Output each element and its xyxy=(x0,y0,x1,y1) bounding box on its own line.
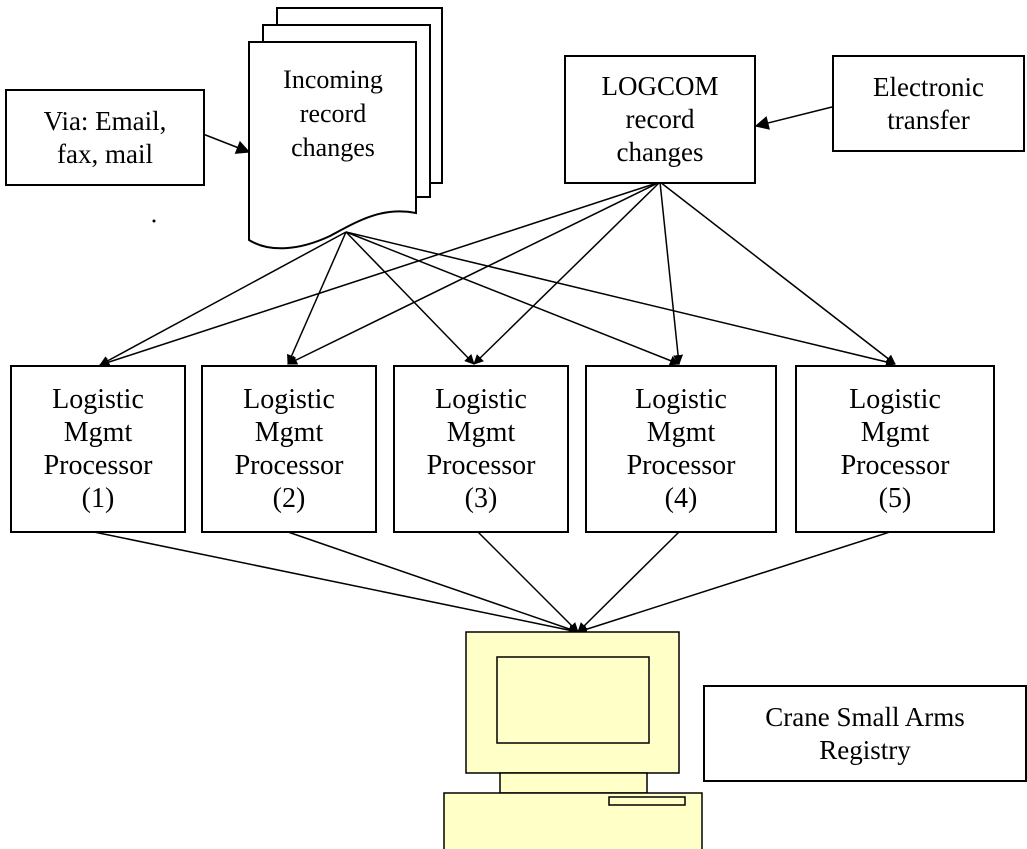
arrow-logcom-to-processor-1 xyxy=(99,181,661,367)
logcom-box: LOGCOM record changes xyxy=(564,55,756,184)
arrow-incoming-to-processor-3 xyxy=(345,231,475,365)
arrow-electronic-to-logcom xyxy=(754,106,833,130)
arrow-incoming-to-processor-2 xyxy=(287,231,347,365)
incoming-document-stack xyxy=(248,7,443,250)
incoming-doc-label: Incoming record changes xyxy=(283,65,383,162)
source-box: Via: Email, fax, mail xyxy=(5,89,205,186)
processor-box-2: Logistic Mgmt Processor (2) xyxy=(201,365,377,533)
monitor-screen xyxy=(496,656,650,744)
processor-label-1: Logistic Mgmt Processor (1) xyxy=(43,384,153,514)
logcom-label: LOGCOM record changes xyxy=(601,71,719,167)
arrows-logcom-to-processors xyxy=(99,181,896,367)
processor-label-5: Logistic Mgmt Processor (5) xyxy=(840,384,950,514)
disk-slot xyxy=(608,796,686,806)
arrow-source-to-incoming xyxy=(202,133,251,154)
arrow-processor-2-to-registry xyxy=(287,531,579,634)
computer-icon xyxy=(443,631,703,849)
processor-label-4: Logistic Mgmt Processor (4) xyxy=(626,384,736,514)
processor-label-2: Logistic Mgmt Processor (2) xyxy=(234,384,344,514)
arrow-incoming-to-processor-5 xyxy=(345,231,896,367)
processor-box-1: Logistic Mgmt Processor (1) xyxy=(10,365,186,533)
stray-dot xyxy=(152,219,156,223)
arrow-processor-3-to-registry xyxy=(477,531,579,633)
processor-box-3: Logistic Mgmt Processor (3) xyxy=(393,365,569,533)
arrow-processor-4-to-registry xyxy=(577,531,680,633)
arrow-logcom-to-processor-2 xyxy=(287,181,661,365)
arrow-logcom-to-processor-5 xyxy=(659,181,896,365)
source-label: Via: Email, fax, mail xyxy=(43,105,167,169)
processor-label-3: Logistic Mgmt Processor (3) xyxy=(426,384,536,514)
arrow-incoming-to-processor-1 xyxy=(99,231,347,366)
registry-label: Crane Small Arms Registry xyxy=(765,701,965,765)
electronic-transfer-label: Electronic transfer xyxy=(873,71,984,135)
arrow-incoming-to-processor-4 xyxy=(345,231,680,366)
electronic-transfer-box: Electronic transfer xyxy=(832,55,1025,152)
arrows-incoming-to-processors xyxy=(99,231,896,367)
arrow-logcom-to-processor-3 xyxy=(473,181,661,365)
arrow-processor-5-to-registry xyxy=(577,531,891,635)
processor-box-5: Logistic Mgmt Processor (5) xyxy=(795,365,995,533)
document-front-page xyxy=(248,41,417,250)
arrows-processors-to-registry xyxy=(93,531,891,636)
registry-label-box: Crane Small Arms Registry xyxy=(703,685,1027,782)
arrow-logcom-to-processor-4 xyxy=(659,181,684,365)
monitor-stand xyxy=(499,772,648,794)
arrow-processor-1-to-registry xyxy=(93,531,579,636)
processor-box-4: Logistic Mgmt Processor (4) xyxy=(585,365,777,533)
